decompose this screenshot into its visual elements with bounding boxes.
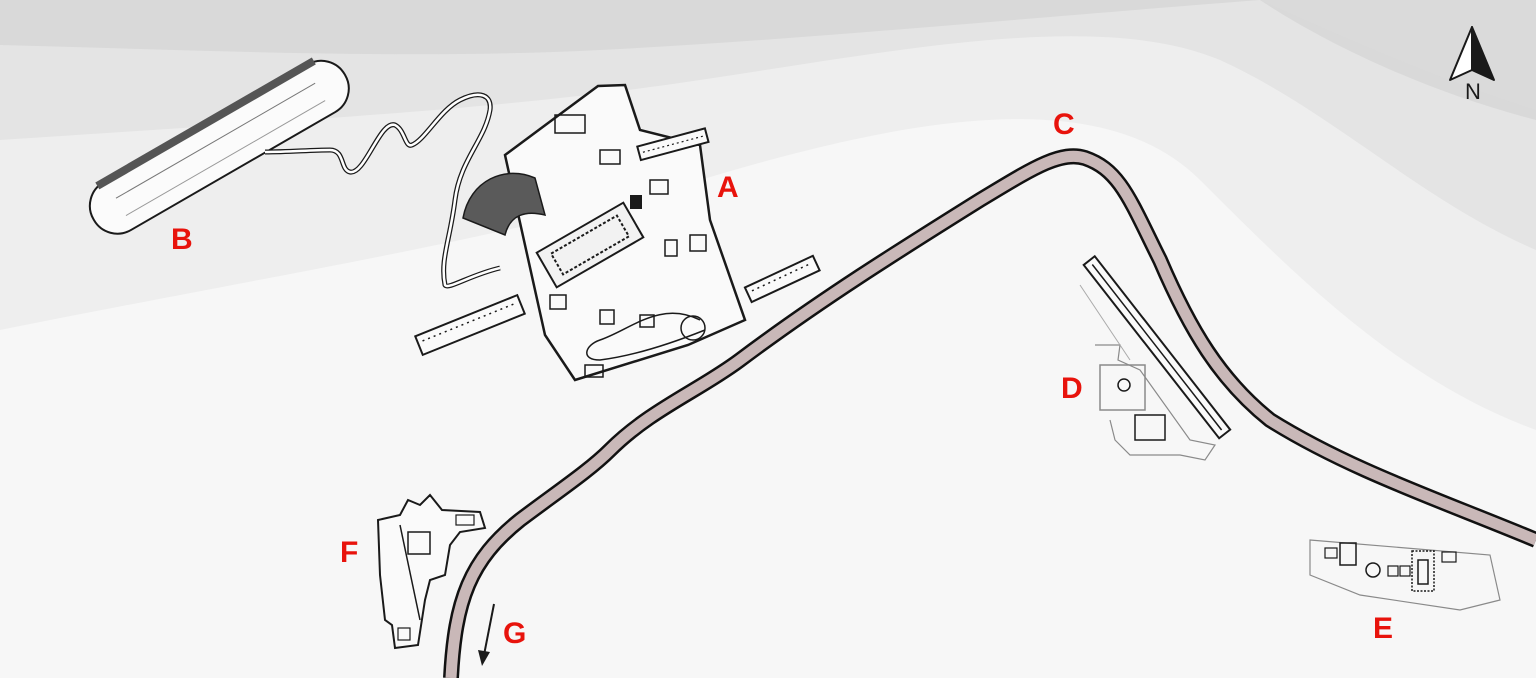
site-d-gymnasium xyxy=(1079,254,1232,461)
west-stoa-body xyxy=(413,293,527,357)
site-a-sanctuary xyxy=(413,83,821,382)
treasury-6 xyxy=(689,234,707,252)
pronaia-terrace xyxy=(1309,539,1501,611)
pronaia-temple-new xyxy=(1411,550,1435,592)
road-fill xyxy=(445,150,1536,678)
f-room-2 xyxy=(397,627,411,641)
f-inner-1 xyxy=(399,524,421,621)
site-f-complex xyxy=(376,493,487,650)
stadium-inner-line xyxy=(115,82,316,199)
direction-arrow xyxy=(478,603,495,666)
temple-inner xyxy=(549,214,631,276)
treasury-1 xyxy=(554,114,586,134)
north-arrow-icon: N xyxy=(1449,26,1495,104)
site-labels: A B C D E F G xyxy=(171,108,1393,650)
palaestra xyxy=(1099,364,1146,411)
temple-outer xyxy=(535,201,645,289)
pronaia-cella xyxy=(1417,559,1429,585)
theatre xyxy=(462,172,547,237)
label-c: C xyxy=(1053,108,1075,141)
label-d: D xyxy=(1061,372,1083,405)
sacred-way-inner xyxy=(586,312,706,361)
stadium-seating xyxy=(95,57,316,190)
round-pool xyxy=(1117,378,1131,392)
label-a: A xyxy=(717,171,739,204)
gym-court xyxy=(1134,414,1166,441)
treasury-2 xyxy=(599,149,621,165)
terrain-band-mid xyxy=(0,0,1536,250)
pronaia-altar xyxy=(1441,551,1457,563)
north-stoa-colonnade xyxy=(642,135,703,153)
west-stoa-colonnade xyxy=(422,302,516,342)
treasury-3 xyxy=(649,179,669,195)
direction-arrow-shaft xyxy=(483,603,495,656)
xystos-inner xyxy=(1091,264,1223,431)
north-arrow-right xyxy=(1471,26,1495,81)
east-stoa xyxy=(743,254,821,304)
north-stoa xyxy=(636,127,710,162)
winding-path-inner xyxy=(264,93,501,288)
treasury-7 xyxy=(599,309,615,325)
f-room-3 xyxy=(455,514,475,526)
terrain-band-dark xyxy=(0,0,1536,120)
tholos xyxy=(1365,562,1381,578)
direction-arrow-head xyxy=(478,650,490,666)
treasury-4 xyxy=(630,195,642,209)
pronaia-house xyxy=(1324,547,1338,559)
road xyxy=(443,148,1536,678)
label-g: G xyxy=(503,617,526,650)
halos xyxy=(680,315,706,341)
treasury-10 xyxy=(549,294,567,310)
stadium-inner-line-2 xyxy=(125,100,326,216)
terrain-band-darkest xyxy=(1260,0,1536,110)
label-f: F xyxy=(340,536,358,569)
north-arrow-label: N xyxy=(1465,79,1481,104)
west-stoa xyxy=(413,293,527,357)
f-room-1 xyxy=(407,531,431,555)
pronaia-treasury-2 xyxy=(1399,565,1411,577)
treasury-5 xyxy=(664,239,678,257)
east-stoa-colonnade xyxy=(751,262,812,292)
temple-of-apollo xyxy=(535,201,645,289)
site-e-athena-pronaia xyxy=(1309,539,1501,611)
label-b: B xyxy=(171,223,193,256)
treasury-9 xyxy=(584,364,604,378)
label-e: E xyxy=(1373,612,1393,645)
site-b-stadium xyxy=(88,57,350,235)
pronaia-temple-old xyxy=(1339,542,1357,566)
gym-outline xyxy=(1095,344,1216,461)
f-outline xyxy=(376,493,487,650)
gym-faint-line xyxy=(1079,284,1131,361)
pronaia-treasury-1 xyxy=(1387,565,1399,577)
